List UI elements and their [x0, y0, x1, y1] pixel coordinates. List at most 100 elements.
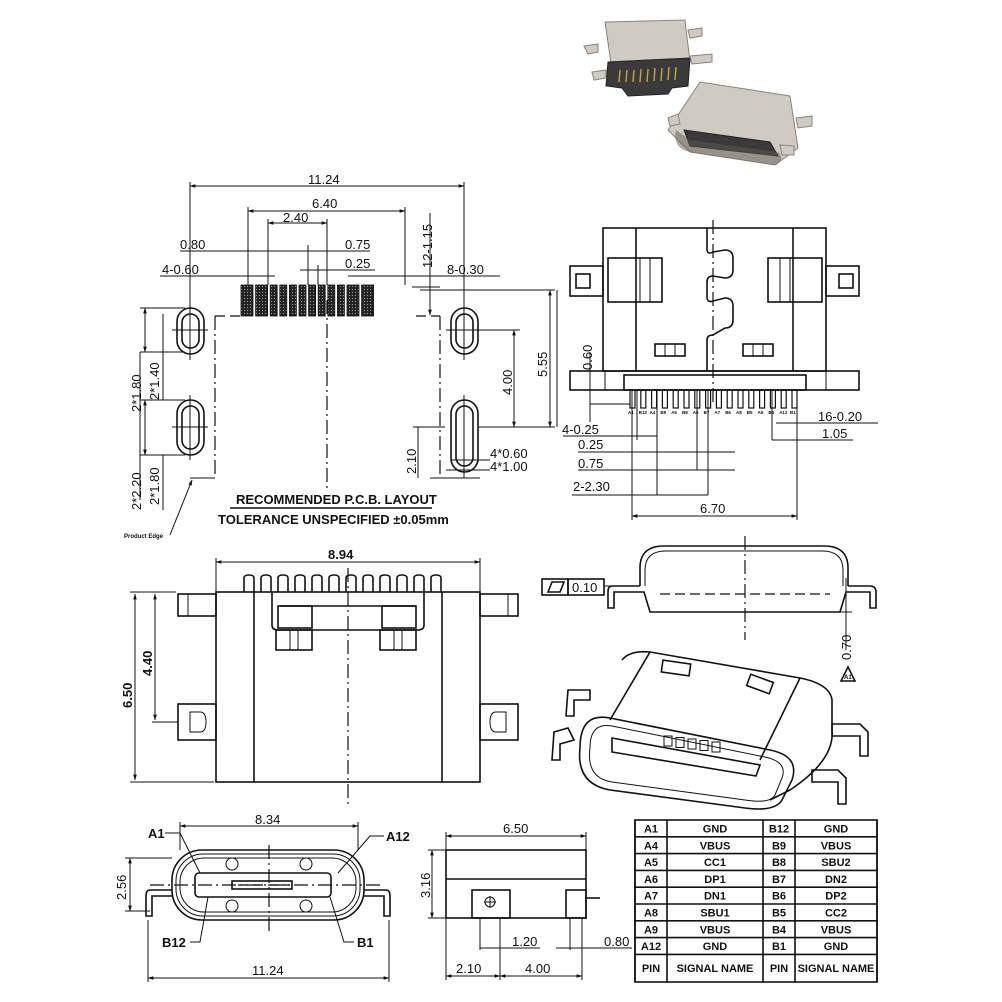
- dim-4-00-pcb: 4.00: [500, 370, 515, 395]
- bottom-view-pin: [379, 574, 391, 592]
- bottom-view-pin: [294, 574, 306, 592]
- pin-label: B1: [790, 410, 796, 415]
- iso-contact: [699, 740, 709, 751]
- dim-2x1-80-a: 2*1.80: [129, 374, 144, 412]
- dim-1-20: 1.20: [512, 934, 537, 949]
- product-edge-label: Product Edge: [124, 534, 164, 540]
- photo-connector-front: [667, 81, 813, 166]
- dim-6-40: 6.40: [312, 196, 337, 211]
- pcb-pad: [298, 284, 307, 317]
- top-view-pin: [780, 389, 787, 409]
- top-view-pin: [726, 389, 733, 409]
- pin-table-cell: A1: [644, 824, 658, 836]
- pin-table-cell: A6: [644, 874, 658, 886]
- pin-label: A6: [693, 410, 699, 415]
- pin-table-cell: VBUS: [821, 840, 852, 852]
- top-view-pin: [650, 389, 658, 409]
- pin-label: B7: [704, 410, 710, 415]
- dim-4-0-25: 4-0.25: [562, 422, 599, 437]
- isometric-view: [551, 650, 869, 810]
- bottom-view-pin: [243, 574, 255, 592]
- dim-0-25-top: 0.25: [578, 437, 603, 452]
- pin-label: B8: [682, 410, 688, 415]
- top-view-pin: [683, 389, 690, 409]
- bottom-view-pins: [243, 574, 442, 592]
- dim-4-00-side: 4.00: [525, 961, 550, 976]
- top-view-pin: [769, 389, 777, 409]
- top-view-pin: [661, 389, 669, 409]
- dim-6-50-bottom: 6.50: [120, 683, 135, 708]
- dim-2x1-80-b: 2*1.80: [147, 467, 162, 505]
- dim-0-80-side: 0.80: [604, 934, 629, 949]
- bottom-view-pin: [396, 574, 408, 592]
- dim-2-56: 2.56: [114, 875, 129, 900]
- dim-5-55: 5.55: [535, 352, 550, 377]
- iso-contact: [711, 741, 721, 753]
- pin-label: A4: [650, 410, 656, 415]
- bottom-view: [130, 558, 519, 808]
- pin-table-cell: B5: [772, 908, 786, 920]
- dim-8-34: 8.34: [255, 812, 280, 827]
- pin-table-cell: DN2: [825, 874, 847, 886]
- pin-label: B9: [660, 410, 666, 415]
- flatness-tolerance: 0.10: [572, 580, 597, 595]
- pin-table-cell: GND: [824, 941, 849, 953]
- top-view-pin: [791, 389, 798, 409]
- dim-4x1-00: 4*1.00: [490, 459, 528, 474]
- callout-a12: A12: [386, 829, 410, 844]
- pcb-pad: [346, 284, 360, 317]
- dim-2-40: 2.40: [283, 210, 308, 225]
- pcb-slot-holes: [172, 300, 482, 478]
- pin-table-cell: B1: [772, 941, 786, 953]
- pin-label: B5: [747, 410, 753, 415]
- pin-table-cell: A7: [644, 891, 658, 903]
- callout-b1: B1: [357, 935, 374, 950]
- dim-8-0-30: 8-0.30: [447, 262, 484, 277]
- pin-table-cell: GND: [824, 824, 849, 836]
- top-view-pin: [672, 389, 679, 409]
- pin-table-header-cell: PIN: [770, 963, 788, 975]
- dim-1-05: 1.05: [822, 426, 847, 441]
- pcb-pad: [240, 284, 254, 317]
- pcb-pad: [308, 284, 317, 317]
- dim-16-0-20: 16-0.20: [818, 409, 862, 424]
- side-view: [428, 832, 632, 980]
- pin-table-cell: B6: [772, 891, 786, 903]
- top-view-pin: [715, 389, 723, 409]
- iso-contact: [687, 738, 697, 750]
- iso-contact: [675, 737, 685, 748]
- bottom-view-pin: [345, 574, 357, 592]
- dim-4-0-60: 4-0.60: [162, 262, 199, 277]
- pin-table-cell: VBUS: [700, 840, 731, 852]
- dim-8-94: 8.94: [328, 547, 354, 562]
- bottom-view-pin: [311, 574, 323, 592]
- dim-11-24-bottom: 11.24: [252, 963, 284, 978]
- pin-table-cell: A9: [644, 924, 658, 936]
- pin-label: A9: [758, 410, 764, 415]
- pin-table-cell: A5: [644, 857, 658, 869]
- pin-table-cell: DP1: [704, 874, 725, 886]
- dim-0-75: 0.75: [345, 237, 370, 252]
- pin-table-cell: DP2: [825, 891, 846, 903]
- dim-0-25: 0.25: [345, 256, 370, 271]
- top-view-pin: [748, 389, 755, 409]
- bottom-view-pin: [328, 574, 340, 592]
- pin-table-cell: B4: [772, 924, 787, 936]
- dim-2-10-pcb: 2.10: [404, 449, 419, 474]
- top-view-pin: [640, 389, 647, 409]
- bottom-view-pin: [430, 574, 442, 592]
- pin-label: A5: [671, 410, 677, 415]
- bottom-view-pin: [260, 574, 272, 592]
- pin-table-cell: GND: [703, 824, 728, 836]
- dim-11-24-top: 11.24: [308, 172, 340, 187]
- pin-table-cell: VBUS: [700, 924, 731, 936]
